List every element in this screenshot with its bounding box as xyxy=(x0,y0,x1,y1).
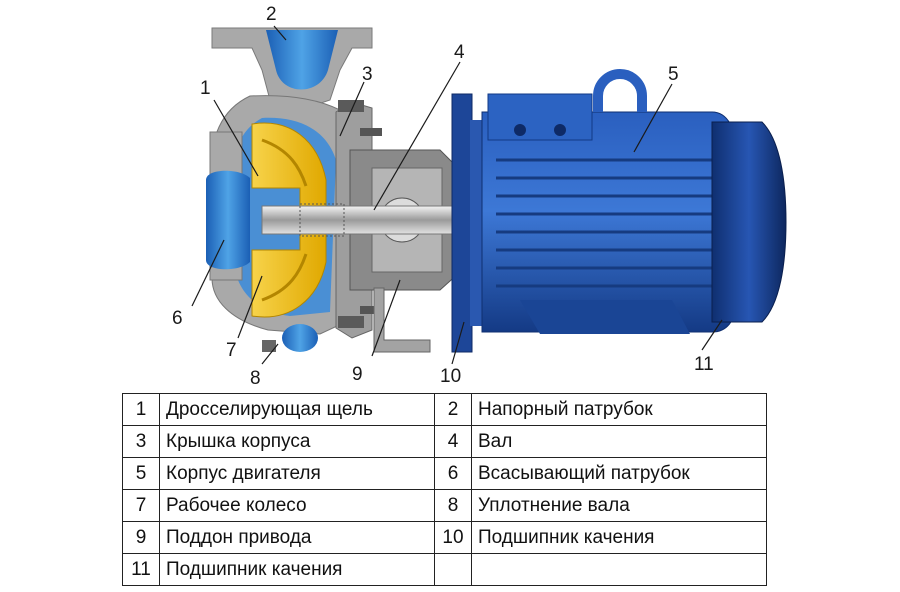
legend-label: Подшипник качения xyxy=(471,521,767,554)
legend-number: 5 xyxy=(122,457,160,490)
shaft xyxy=(261,205,453,235)
legend-number: 3 xyxy=(122,425,160,458)
callout-8: 8 xyxy=(250,368,261,389)
legend-label: Подшипник качения xyxy=(159,553,435,586)
callout-2: 2 xyxy=(266,4,277,25)
callout-1: 1 xyxy=(200,78,211,99)
legend-number: 9 xyxy=(122,521,160,554)
legend-number: 7 xyxy=(122,489,160,522)
legend-number: 2 xyxy=(434,393,472,426)
legend-number: 1 xyxy=(122,393,160,426)
callout-9: 9 xyxy=(352,364,363,385)
legend-row: 1 Дросселирующая щель 2 Напорный патрубо… xyxy=(122,393,767,426)
legend-label: Крышка корпуса xyxy=(159,425,435,458)
legend-label: Рабочее колесо xyxy=(159,489,435,522)
motor-end-cap xyxy=(711,121,787,323)
callout-7: 7 xyxy=(226,340,237,361)
leader-lines xyxy=(191,25,723,365)
legend-row: 9 Поддон привода 10 Подшипник качения xyxy=(122,521,767,554)
legend-number: 4 xyxy=(434,425,472,458)
legend-number: 10 xyxy=(434,521,472,554)
callout-11: 11 xyxy=(694,354,714,375)
legend-number: 11 xyxy=(122,553,160,586)
legend-label xyxy=(471,553,767,586)
legend-table: 1 Дросселирующая щель 2 Напорный патрубо… xyxy=(122,393,767,586)
motor-body xyxy=(481,69,737,334)
callout-4: 4 xyxy=(454,42,465,63)
pump-cutaway-diagram: 1 2 3 4 5 6 7 8 9 10 11 xyxy=(172,4,787,389)
legend-label: Всасывающий патрубок xyxy=(471,457,767,490)
callout-5: 5 xyxy=(668,64,679,85)
callout-6: 6 xyxy=(172,308,183,329)
legend-label: Корпус двигателя xyxy=(159,457,435,490)
legend-label: Поддон привода xyxy=(159,521,435,554)
legend-label: Дросселирующая щель xyxy=(159,393,435,426)
shaft-seal-area xyxy=(262,324,318,352)
legend-number: 8 xyxy=(434,489,472,522)
callout-numbers: 1 2 3 4 5 6 7 8 9 10 11 xyxy=(172,4,714,389)
impeller xyxy=(251,122,327,318)
legend-row: 11 Подшипник качения xyxy=(122,553,767,586)
legend-label: Уплотнение вала xyxy=(471,489,767,522)
callout-3: 3 xyxy=(362,64,373,85)
legend-row: 3 Крышка корпуса 4 Вал xyxy=(122,425,767,458)
suction-nozzle xyxy=(206,131,250,281)
legend-label: Напорный патрубок xyxy=(471,393,767,426)
callout-10: 10 xyxy=(440,366,461,387)
legend-number: 6 xyxy=(434,457,472,490)
legend-number xyxy=(434,553,472,586)
legend-body: 1 Дросселирующая щель 2 Напорный патрубо… xyxy=(122,393,767,586)
discharge-nozzle xyxy=(211,27,373,111)
legend-row: 5 Корпус двигателя 6 Всасывающий патрубо… xyxy=(122,457,767,490)
shaft-threads xyxy=(299,203,345,237)
legend-row: 7 Рабочее колесо 8 Уплотнение вала xyxy=(122,489,767,522)
legend-label: Вал xyxy=(471,425,767,458)
